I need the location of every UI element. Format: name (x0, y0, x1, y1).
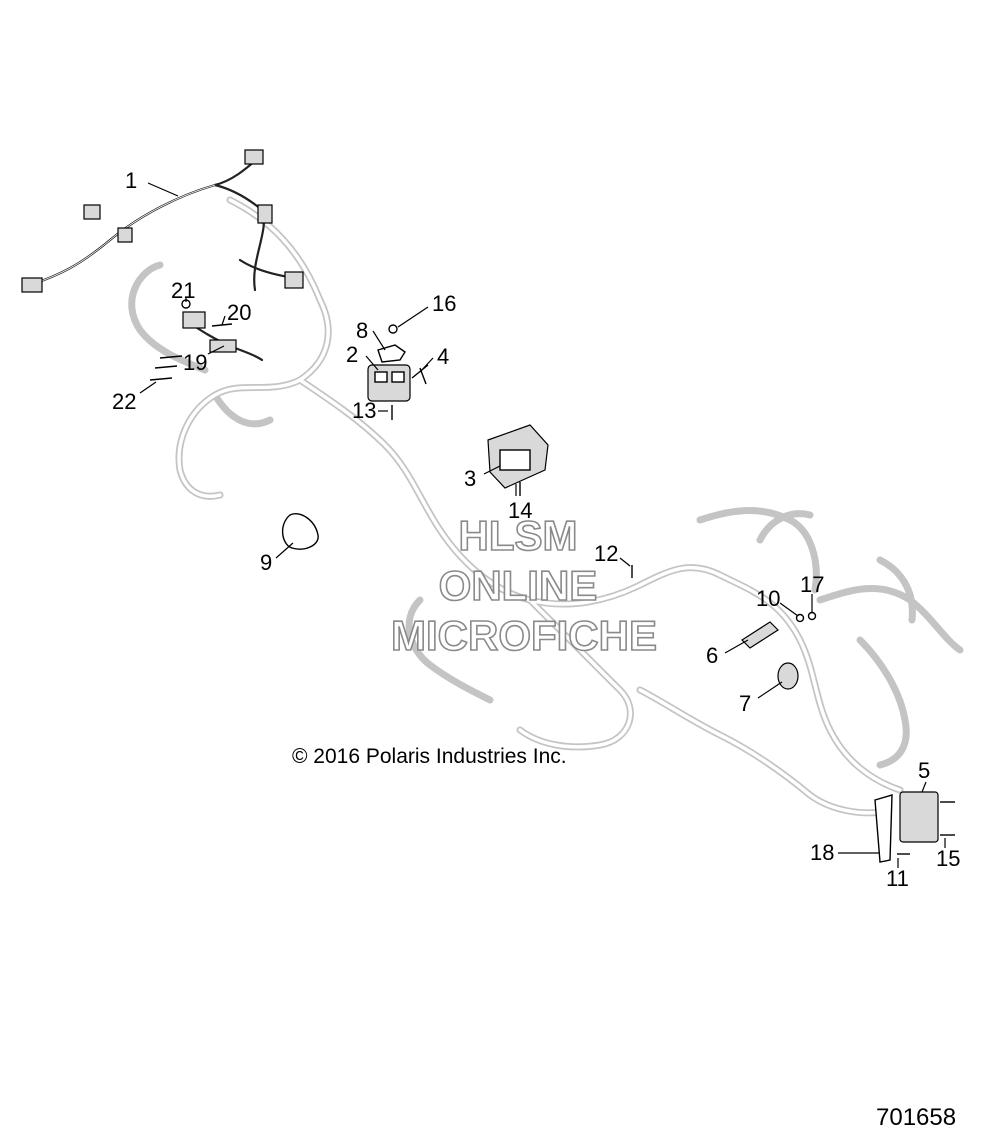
part-15-screws (940, 801, 955, 836)
main-wire-harness (128, 196, 964, 817)
relay-icon (182, 311, 206, 329)
connector-icon (21, 277, 43, 293)
copyright-notice: © 2016 Polaris Industries Inc. (292, 745, 567, 768)
callout-labels: 1 2 3 4 5 6 7 8 9 10 11 12 13 14 15 16 1… (112, 168, 960, 891)
leader-lines (139, 182, 946, 868)
callout-12: 12 (594, 541, 618, 566)
callout-11: 11 (886, 866, 909, 891)
callout-6: 6 (706, 643, 718, 668)
figure-id: 701658 (876, 1104, 956, 1131)
part-18-bracket (874, 794, 893, 863)
watermark-line-2: ONLINE (439, 562, 598, 609)
connector-icon (83, 204, 101, 220)
callout-22: 22 (112, 389, 136, 414)
callout-18: 18 (810, 840, 834, 865)
screw-icon (807, 611, 817, 621)
connector-icon (244, 149, 264, 165)
callout-16: 16 (432, 291, 456, 316)
callout-4: 4 (437, 344, 449, 369)
clip-icon (117, 227, 133, 243)
nut-icon (795, 613, 805, 623)
part-3-ecu (487, 424, 549, 489)
callout-20: 20 (227, 300, 251, 325)
bracket-icon (741, 621, 779, 649)
part-1-sub-harness (21, 149, 304, 293)
callout-17: 17 (800, 572, 824, 597)
watermark: HLSM ONLINE MICROFICHE (390, 511, 658, 660)
callout-8: 8 (356, 318, 368, 343)
part-10-nut (795, 613, 805, 623)
part-7-grommet (777, 662, 799, 690)
part-6-bracket (741, 621, 779, 649)
bracket-icon (377, 344, 406, 363)
screw-icon (149, 377, 173, 381)
connector-icon (257, 204, 273, 224)
callout-3: 3 (464, 466, 476, 491)
callout-7: 7 (739, 691, 751, 716)
part-9-tie-strap (282, 513, 319, 550)
part-17-screw (807, 611, 817, 621)
watermark-line-3: MICROFICHE (391, 612, 657, 659)
callout-19: 19 (183, 350, 207, 375)
bracket-icon (874, 794, 893, 863)
watermark-line-1: HLSM (459, 512, 578, 559)
part-16-nut (388, 324, 398, 334)
grommet-icon (777, 662, 799, 690)
screw-icon (154, 365, 178, 369)
fuse-box-icon (367, 364, 411, 402)
part-5-regulator (899, 791, 939, 843)
connector-icon (284, 271, 304, 289)
callout-10: 10 (756, 586, 780, 611)
callout-14: 14 (508, 498, 532, 523)
tie-strap-icon (282, 513, 319, 550)
callout-21: 21 (171, 278, 195, 303)
callout-13: 13 (352, 398, 376, 423)
callout-5: 5 (918, 758, 930, 783)
callout-15: 15 (936, 846, 960, 871)
callout-1: 1 (125, 168, 137, 193)
callout-2: 2 (346, 342, 358, 367)
part-22-screws (149, 355, 183, 381)
part-2-fuse-box (367, 364, 411, 402)
callout-9: 9 (260, 550, 272, 575)
screw-icon (159, 355, 183, 359)
nut-icon (388, 324, 398, 334)
part-4-clip (411, 364, 429, 385)
regulator-icon (899, 791, 939, 843)
part-8-bracket (377, 344, 406, 363)
